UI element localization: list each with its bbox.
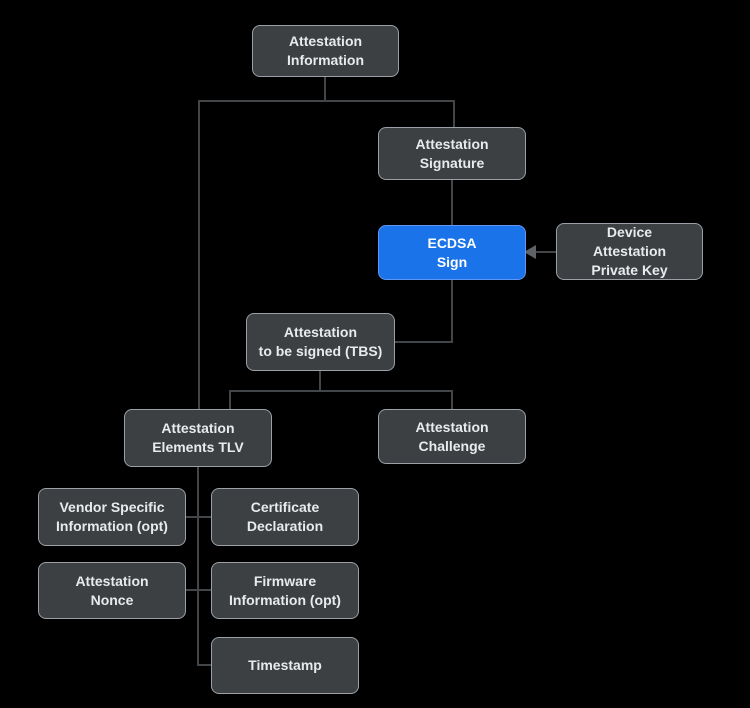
node-attestation-elements-tlv: Attestation Elements TLV <box>124 409 272 467</box>
connector-privatekey-to-ecdsa <box>534 251 556 253</box>
connector-tbs-down <box>319 371 321 392</box>
connector-top-split <box>198 100 455 102</box>
connector-left-trunk-to-elements <box>198 100 200 410</box>
connector-to-tbs <box>395 341 453 343</box>
connector-tbs-split <box>229 390 453 392</box>
node-attestation-information: Attestation Information <box>252 25 399 77</box>
connector-info-down <box>324 77 326 102</box>
connector-nonce-firmware-row <box>186 589 212 591</box>
node-attestation-nonce: Attestation Nonce <box>38 562 186 619</box>
connector-elements-trunk <box>197 467 199 666</box>
connector-to-elements-tlv <box>229 390 231 410</box>
connector-vendor-certificate-row <box>186 516 212 518</box>
arrowhead-left-icon <box>524 245 536 259</box>
node-attestation-challenge: Attestation Challenge <box>378 409 526 464</box>
node-attestation-signature: Attestation Signature <box>378 127 526 180</box>
connector-signature-to-ecdsa <box>451 180 453 226</box>
node-ecdsa-sign: ECDSA Sign <box>378 225 526 280</box>
connector-to-timestamp <box>197 664 212 666</box>
node-certificate-declaration: Certificate Declaration <box>211 488 359 546</box>
node-firmware-information: Firmware Information (opt) <box>211 562 359 619</box>
node-attestation-to-be-signed-tbs: Attestation to be signed (TBS) <box>246 313 395 371</box>
connector-to-signature <box>453 100 455 128</box>
connector-to-challenge <box>451 390 453 410</box>
node-vendor-specific-information: Vendor Specific Information (opt) <box>38 488 186 546</box>
node-timestamp: Timestamp <box>211 637 359 694</box>
connector-ecdsa-down <box>451 280 453 343</box>
node-device-attestation-private-key: Device Attestation Private Key <box>556 223 703 280</box>
